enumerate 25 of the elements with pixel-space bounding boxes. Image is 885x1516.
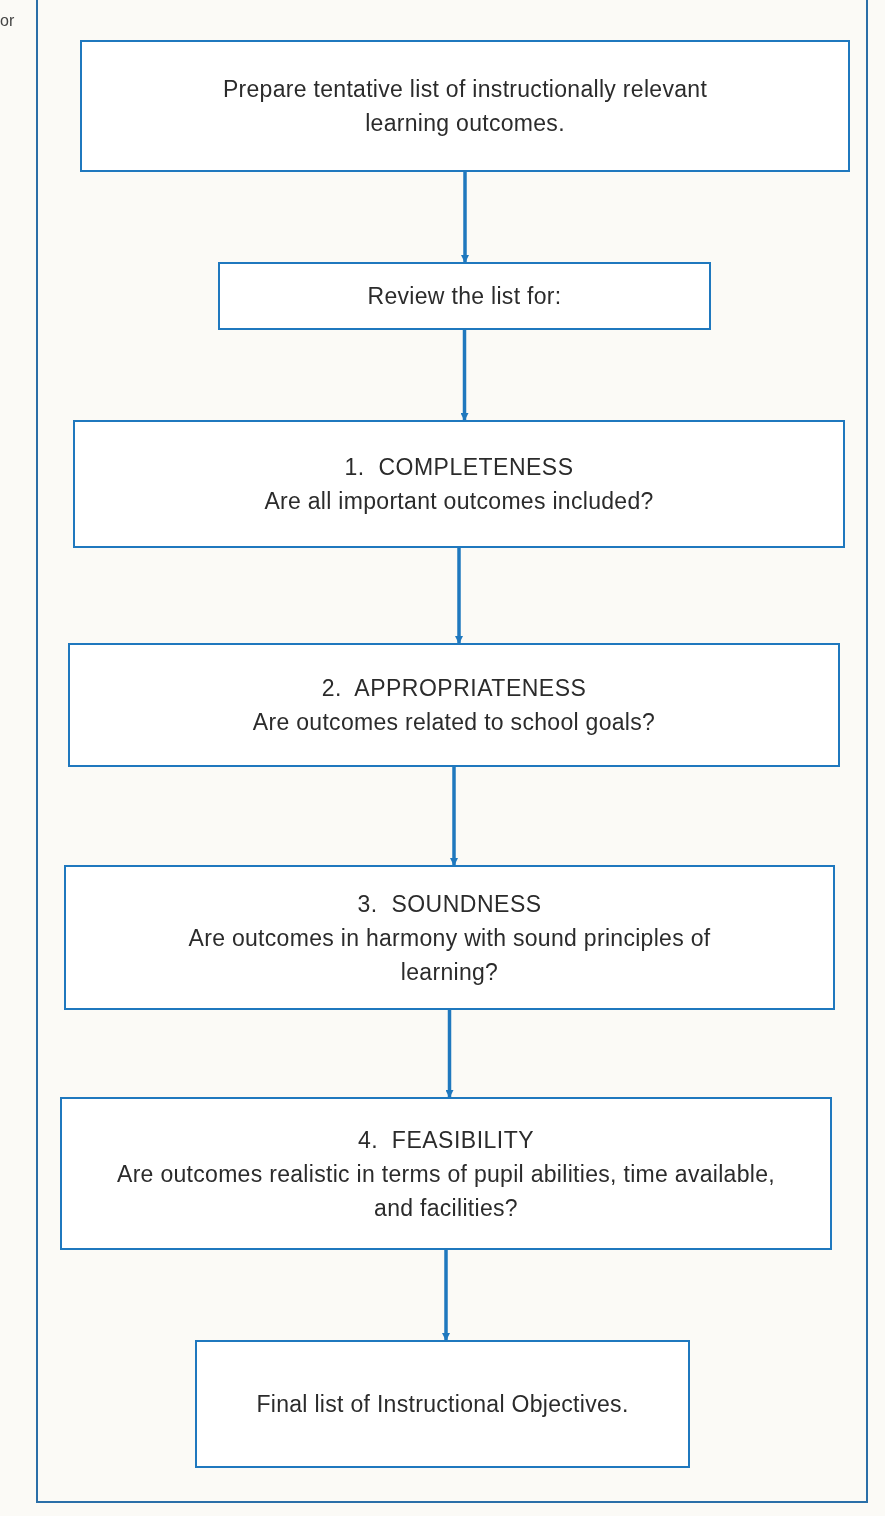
- box-text: Are outcomes related to school goals?: [252, 708, 656, 737]
- box-text: Are all important outcomes included?: [264, 487, 654, 516]
- arrow: [445, 1010, 454, 1098]
- step-heading: 4. FEASIBILITY: [357, 1125, 535, 1155]
- step-heading: 2. APPROPRIATENESS: [321, 674, 587, 703]
- step-heading: 1. COMPLETENESS: [344, 453, 574, 482]
- box-text: Review the list for:: [367, 282, 562, 311]
- process-box: [64, 865, 835, 1010]
- arrow: [442, 1250, 450, 1341]
- process-box: [195, 1340, 690, 1468]
- box-text: Final list of Instructional Objectives.: [256, 1390, 629, 1419]
- process-box: [68, 643, 840, 767]
- arrow: [461, 172, 469, 263]
- process-box: [80, 40, 850, 172]
- box-text: Prepare tentative list of instructionally relevant learning outcomes.: [222, 75, 708, 138]
- process-box: [60, 1097, 832, 1250]
- arrow: [455, 548, 463, 644]
- arrow: [450, 767, 458, 866]
- step-heading: 3. SOUNDNESS: [357, 889, 542, 919]
- process-box: [73, 420, 845, 548]
- box-text: Are outcomes realistic in terms of pupil abilities, time available, and facilities?: [116, 1159, 776, 1223]
- arrow: [460, 330, 469, 421]
- box-text: Are outcomes in harmony with sound principles of learning?: [187, 923, 712, 987]
- process-box: [218, 262, 711, 330]
- page-fragment-text: or: [0, 12, 15, 30]
